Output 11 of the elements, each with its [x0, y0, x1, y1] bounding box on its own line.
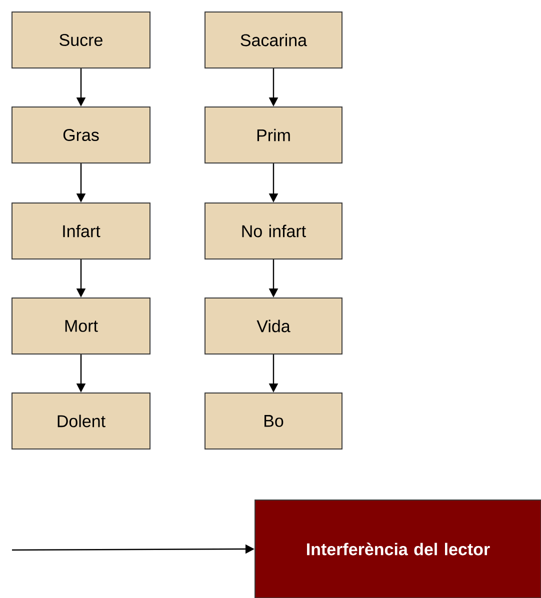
label-box: Interferència del lector	[254, 500, 541, 598]
process-box: Infart	[12, 202, 150, 260]
process-box: Mort	[12, 298, 150, 354]
process-box: Sacarina	[204, 12, 342, 68]
process-box: Dolent	[12, 392, 150, 450]
process-box: Bo	[204, 392, 342, 450]
process-box: Prim	[204, 106, 342, 164]
process-box: Vida	[204, 298, 342, 354]
process-box: Sucre	[12, 12, 150, 68]
process-box: Gras	[12, 106, 150, 164]
process-box: No infart	[204, 202, 342, 260]
